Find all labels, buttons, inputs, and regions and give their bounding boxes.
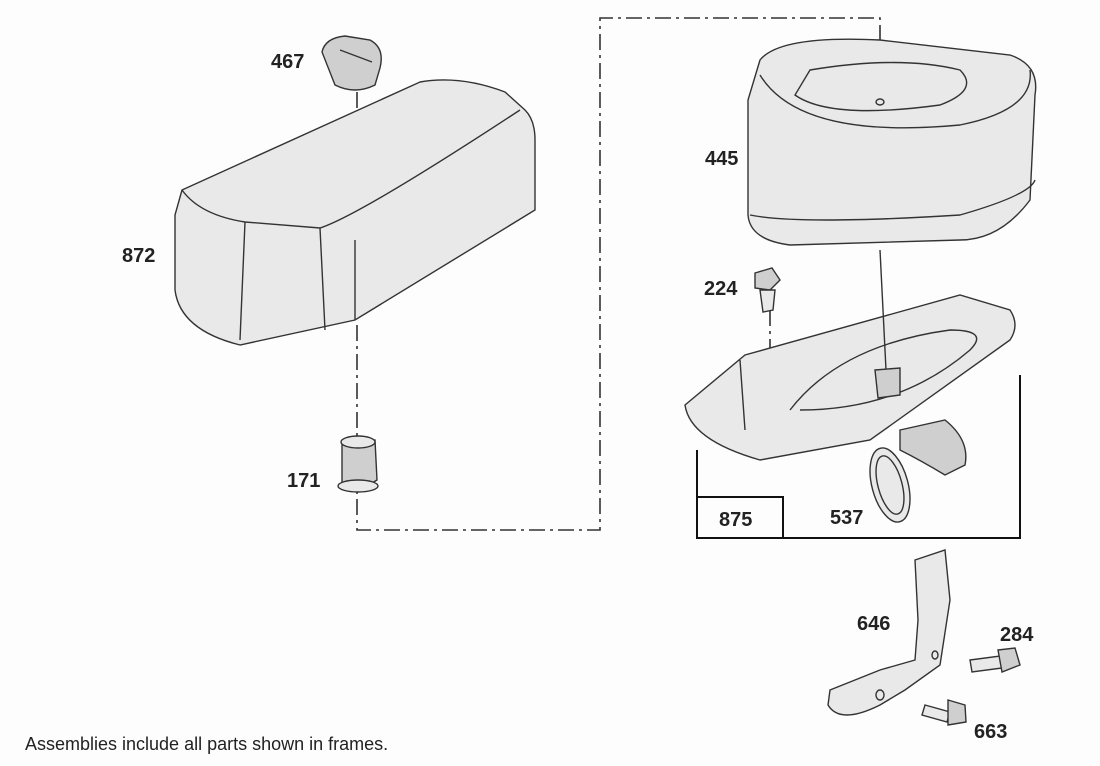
grommet-part: [337, 435, 379, 493]
part-label-537: 537: [830, 507, 863, 529]
bracket-part: [827, 549, 951, 716]
filter-base-part: [684, 249, 1016, 523]
assembly-frame: [696, 375, 1021, 539]
cap-part: [321, 35, 382, 151]
part-label-445: 445: [705, 148, 738, 170]
air-filter-part: [747, 38, 1037, 246]
part-label-663: 663: [974, 721, 1007, 743]
screw-224-part: [754, 267, 781, 385]
part-label-284: 284: [1000, 624, 1034, 646]
footer-note: Assemblies include all parts shown in fr…: [25, 734, 389, 754]
part-label-875: 875: [719, 509, 752, 531]
assembly-label-box: [696, 496, 784, 539]
screw-284-part: [969, 647, 1021, 673]
part-label-646: 646: [857, 613, 890, 635]
part-label-224: 224: [704, 278, 738, 300]
leader-line-main: [356, 17, 881, 531]
part-label-467: 467: [271, 51, 304, 73]
cover-part: [174, 79, 536, 346]
part-label-872: 872: [122, 245, 155, 267]
part-label-171: 171: [287, 470, 320, 492]
screw-663-part: [921, 699, 967, 726]
